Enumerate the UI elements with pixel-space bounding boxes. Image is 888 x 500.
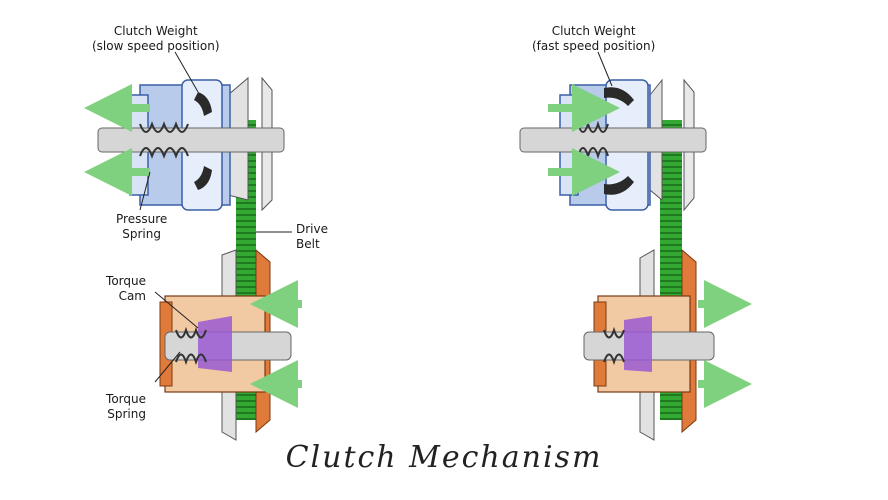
driven-force-arrows-left xyxy=(250,280,302,408)
leader-lines-fast xyxy=(597,51,613,87)
force-arrows-left xyxy=(84,84,150,196)
label-torque-spring: Torque Spring xyxy=(106,392,146,421)
fast-speed-assembly xyxy=(519,51,752,441)
label-drive-belt: Drive Belt xyxy=(296,222,328,251)
driven-force-arrows-right xyxy=(698,280,752,408)
label-clutch-weight-fast: Clutch Weight (fast speed position) xyxy=(532,24,656,53)
torque-cam xyxy=(198,316,232,372)
torque-cam-fast xyxy=(624,316,652,372)
torque-spring xyxy=(175,326,207,366)
diagram-title: Clutch Mechanism xyxy=(285,440,603,475)
drive-shaft xyxy=(97,127,285,153)
slow-speed-assembly xyxy=(84,51,302,441)
leader-lines xyxy=(139,51,292,383)
drive-shaft-fast xyxy=(519,127,707,153)
pressure-spring xyxy=(139,121,189,159)
clutch-weight-slow-top xyxy=(194,92,212,116)
clutch-weight-slow-bottom xyxy=(194,166,212,190)
label-clutch-weight-slow: Clutch Weight (slow speed position) xyxy=(92,24,220,53)
label-torque-cam: Torque Cam xyxy=(106,274,146,303)
force-arrows-right xyxy=(548,84,620,196)
label-pressure-spring: Pressure Spring xyxy=(116,212,168,241)
torque-spring-fast xyxy=(603,326,625,366)
